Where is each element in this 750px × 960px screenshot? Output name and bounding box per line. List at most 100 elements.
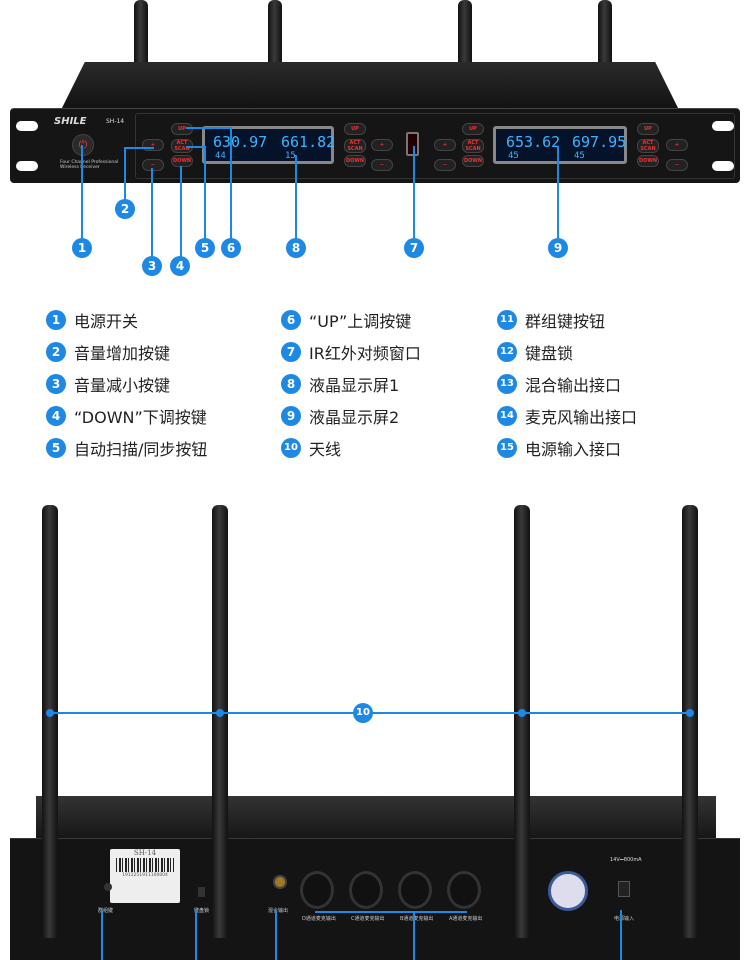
callout-line	[186, 127, 232, 129]
legend-number: 6	[281, 310, 301, 330]
legend-item: 6“UP”上调按键	[281, 309, 411, 331]
volume-down-button[interactable]: −	[142, 159, 164, 171]
callout-dot	[686, 709, 694, 717]
port-label: C通道麦克输出	[351, 916, 385, 922]
rack-hole	[16, 161, 38, 171]
up-button[interactable]: UP	[344, 123, 366, 135]
legend-number: 3	[46, 374, 66, 394]
lcd-frequency: 653.62	[506, 133, 561, 151]
up-button[interactable]: UP	[462, 123, 484, 135]
port-label: 混合输出	[268, 908, 289, 914]
dc-power-jack	[618, 881, 630, 897]
lcd-frequency: 661.82	[281, 133, 336, 151]
act-label: ACT SCAN	[465, 140, 481, 152]
legend-number: 5	[46, 438, 66, 458]
plus-label: +	[674, 142, 680, 148]
port-label: B通道麦克输出	[400, 916, 434, 922]
minus-label: −	[442, 162, 448, 168]
xlr-output-c	[349, 871, 383, 909]
callout-6: 6	[221, 238, 241, 258]
callout-line	[151, 168, 153, 258]
volume-down-button[interactable]: −	[371, 159, 393, 171]
legend-text: 群组键按钮	[525, 312, 606, 331]
legend-number: 14	[497, 406, 517, 426]
act-scan-button[interactable]: ACT SCAN	[462, 139, 484, 153]
model-label: SH-14	[106, 118, 125, 125]
down-button[interactable]: DOWN	[171, 155, 193, 167]
callout-9: 9	[548, 238, 568, 258]
volume-up-button[interactable]: +	[142, 139, 164, 151]
rack-hole	[712, 121, 734, 131]
legend-text: “DOWN”下调按键	[74, 408, 207, 427]
lcd-display-2: 653.62 697.95 45 45	[493, 126, 627, 164]
power-spec-label: 14V⎓800mA	[610, 857, 642, 863]
volume-down-button[interactable]: −	[434, 159, 456, 171]
volume-up-button[interactable]: +	[434, 139, 456, 151]
callout-line	[186, 146, 206, 148]
front-panel: SHILE SH-14 ⏻ Four Channel ProfessionalW…	[10, 108, 740, 183]
act-label: ACT SCAN	[347, 140, 363, 152]
up-button[interactable]: UP	[637, 123, 659, 135]
lcd-channel: 15	[285, 151, 296, 161]
legend-text: 液晶显示屏1	[309, 376, 400, 395]
mix-output-jack	[273, 875, 287, 889]
callout-line	[180, 166, 182, 258]
legend-item: 3 音量减小按键	[46, 373, 170, 395]
legend-text: 电源开关	[74, 312, 139, 331]
antenna	[212, 505, 228, 938]
callout-7: 7	[404, 238, 424, 258]
callout-dot	[46, 709, 54, 717]
volume-up-button[interactable]: +	[666, 139, 688, 151]
callout-line	[413, 912, 415, 960]
up-button[interactable]: UP	[171, 123, 193, 135]
legend-text: 混合输出接口	[525, 376, 622, 395]
legend-text: IR红外对频窗口	[309, 344, 421, 363]
legend-text: 天线	[309, 440, 342, 459]
group-button[interactable]	[104, 883, 112, 891]
callout-2: 2	[115, 199, 135, 219]
inspection-seal	[548, 871, 588, 911]
up-label: UP	[351, 126, 359, 132]
power-button[interactable]: ⏻	[72, 134, 94, 156]
down-button[interactable]: DOWN	[462, 155, 484, 167]
chassis-top	[36, 796, 716, 841]
port-label: D通道麦克输出	[302, 916, 336, 922]
antenna	[458, 0, 472, 70]
keylock-switch[interactable]	[198, 887, 205, 897]
lcd-channel: 45	[574, 151, 585, 161]
callout-dot	[216, 709, 224, 717]
plus-label: +	[379, 142, 385, 148]
down-button[interactable]: DOWN	[344, 155, 366, 167]
plus-label: +	[150, 142, 156, 148]
callout-line	[620, 910, 622, 960]
control-bezel	[135, 113, 735, 179]
legend-number: 10	[281, 438, 301, 458]
callout-10: 10	[353, 703, 373, 723]
callout-line	[315, 911, 467, 913]
antenna	[134, 0, 148, 70]
xlr-output-a	[447, 871, 481, 909]
callout-line	[413, 146, 415, 240]
antenna	[268, 0, 282, 70]
volume-up-button[interactable]: +	[371, 139, 393, 151]
barcode	[116, 858, 174, 872]
volume-down-button[interactable]: −	[666, 159, 688, 171]
up-label: UP	[469, 126, 477, 132]
callout-line	[124, 147, 126, 202]
act-scan-button[interactable]: ACT SCAN	[637, 139, 659, 153]
down-label: DOWN	[345, 158, 365, 164]
act-scan-button[interactable]: ACT SCAN	[344, 139, 366, 153]
subtitle-line: Wireless Receiver	[60, 165, 100, 170]
subtitle-line: Four Channel Professional	[60, 160, 119, 165]
legend-number: 7	[281, 342, 301, 362]
callout-line	[230, 127, 232, 240]
legend-text: 麦克风输出接口	[525, 408, 638, 427]
callout-1: 1	[72, 238, 92, 258]
down-button[interactable]: DOWN	[637, 155, 659, 167]
port-label: 电源输入	[614, 916, 635, 922]
callout-8: 8	[286, 238, 306, 258]
legend-text: 音量减小按键	[74, 376, 171, 395]
